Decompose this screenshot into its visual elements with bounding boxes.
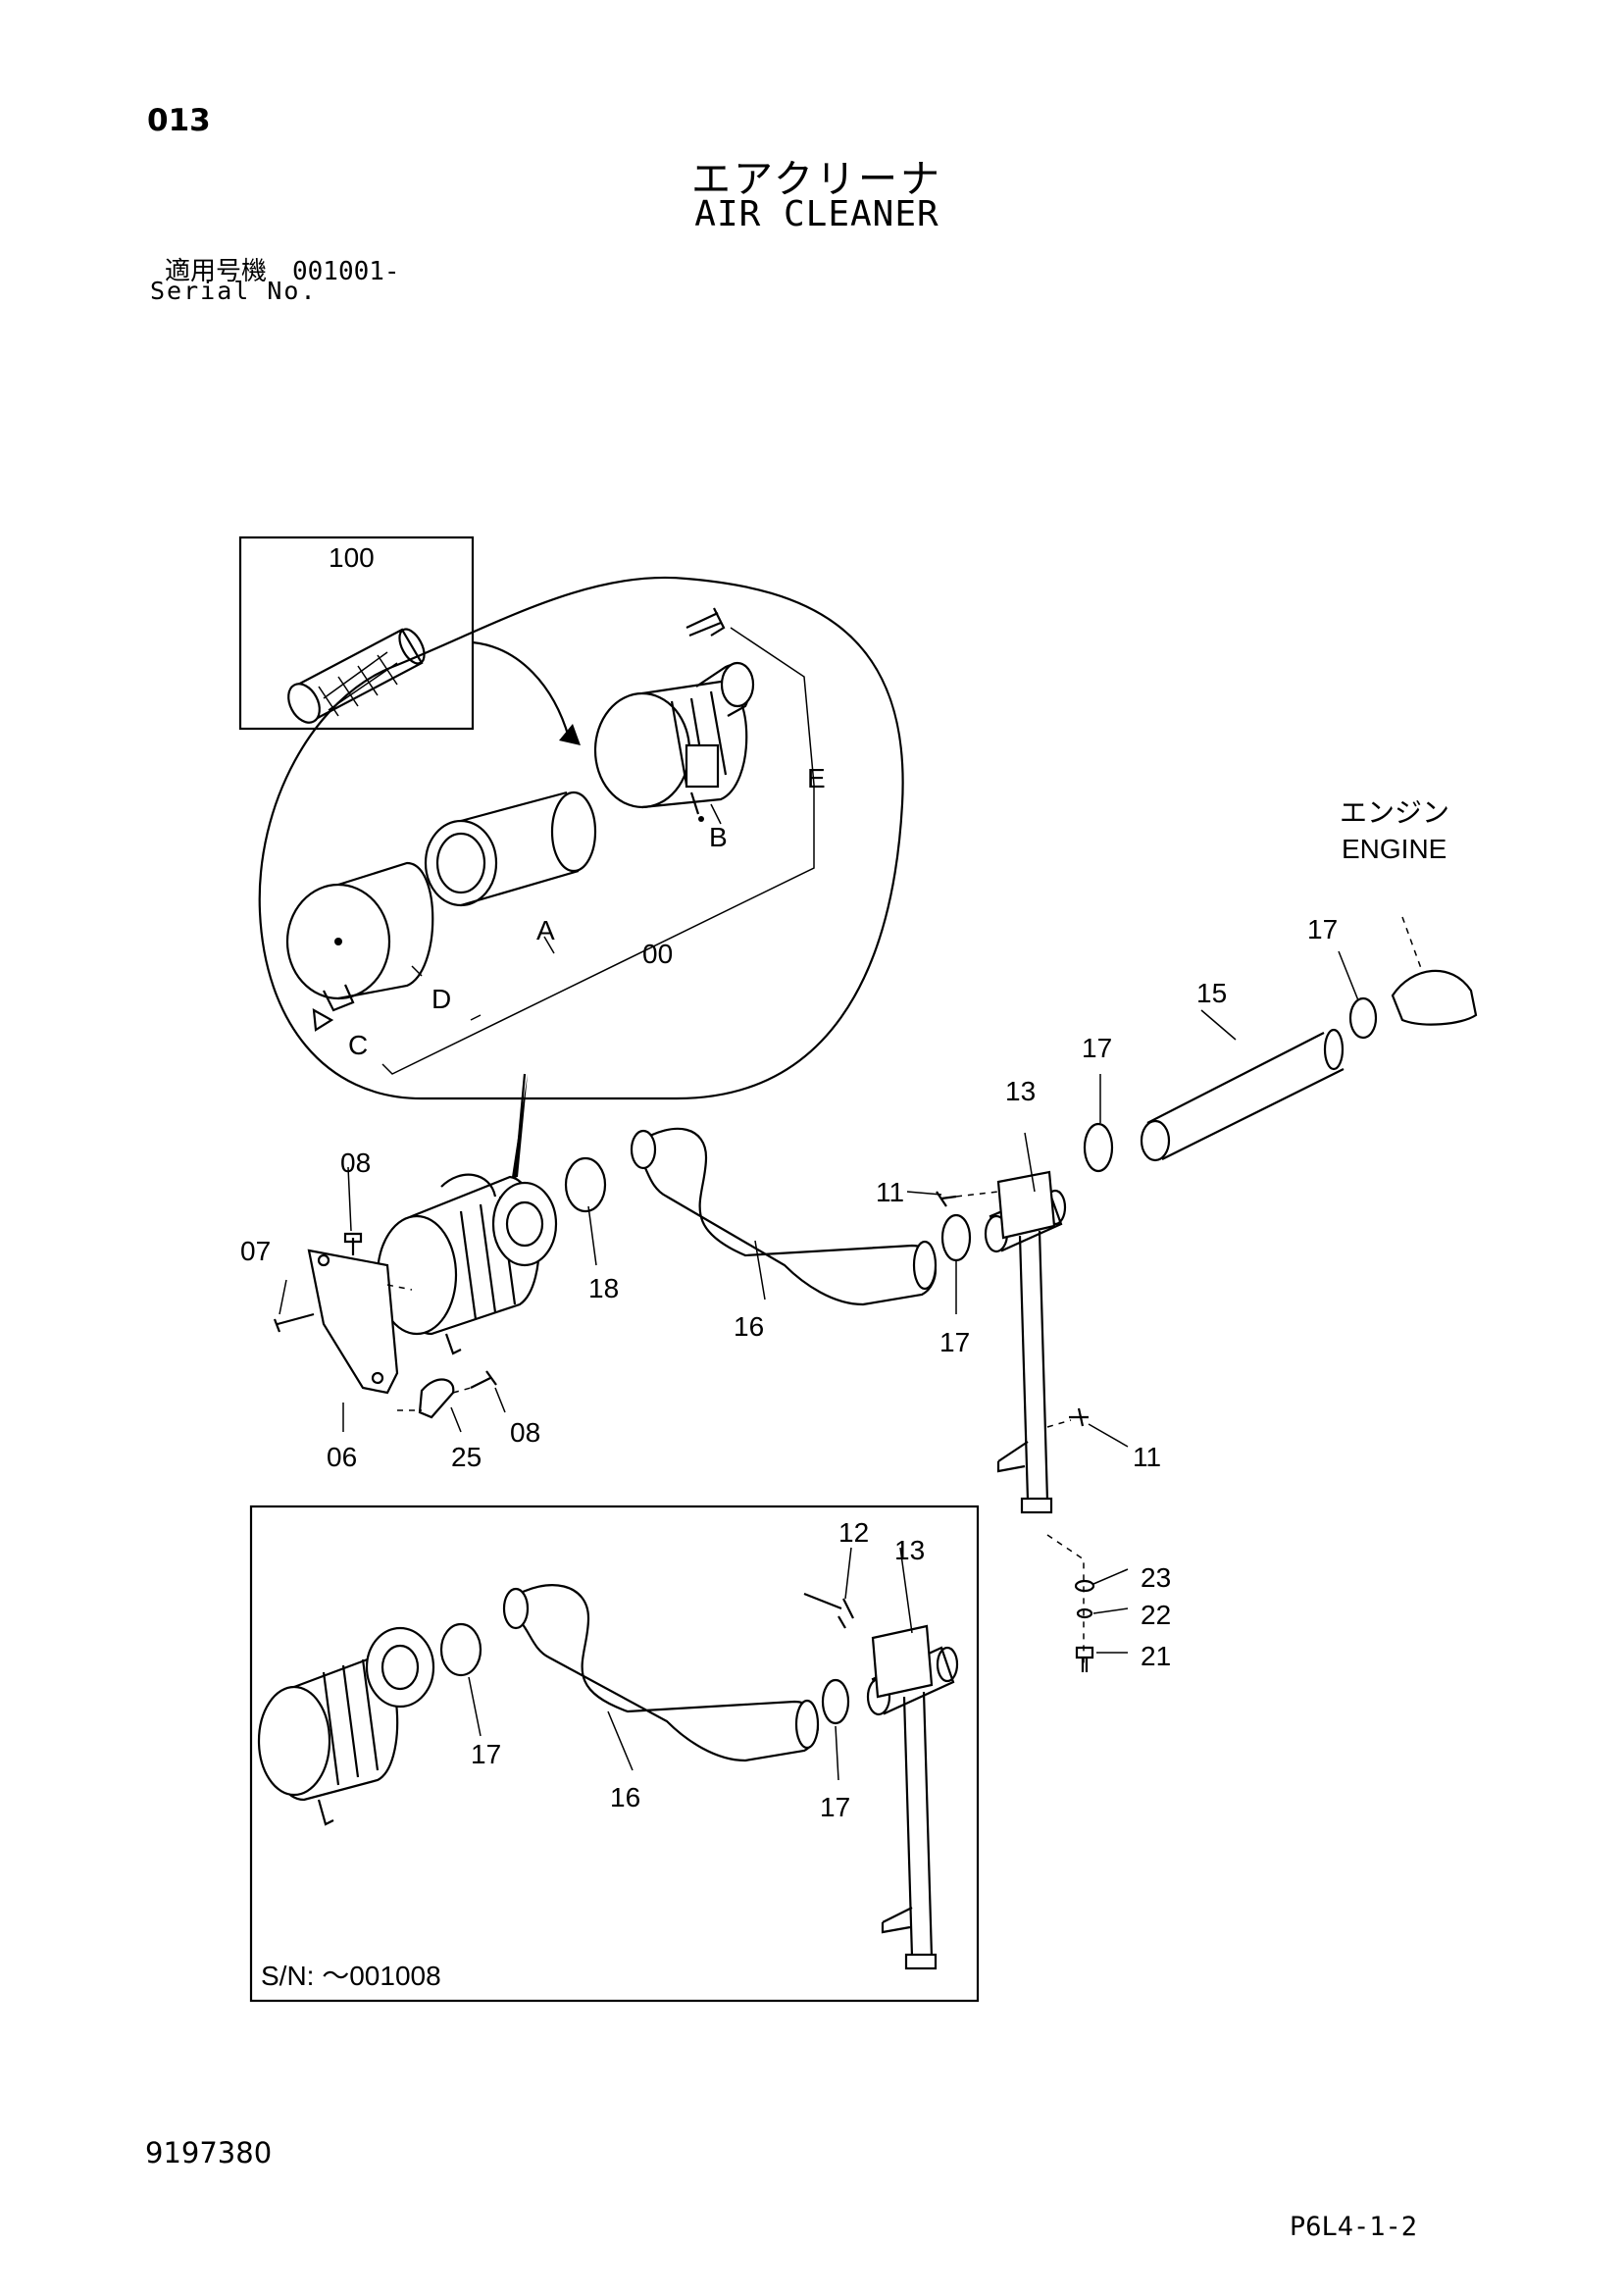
- clamp-18: [564, 1156, 607, 1213]
- document-number: 9197380: [145, 2136, 273, 2169]
- bolt-11-lower: [1069, 1407, 1089, 1427]
- lock-washer-22: [1076, 1607, 1093, 1619]
- inset-hose-16: [509, 1584, 819, 1762]
- restriction-indicator: [685, 607, 726, 638]
- leader-lines-main: [279, 950, 1359, 1654]
- callout-23: 23: [1141, 1562, 1171, 1593]
- bolt-21: [1075, 1646, 1094, 1672]
- callout-C: C: [348, 1030, 368, 1060]
- bolt-07: [273, 1312, 315, 1333]
- callout-13: 13: [1005, 1076, 1036, 1106]
- callout-21: 21: [1141, 1641, 1171, 1671]
- inset-clamp-17-right: [821, 1678, 850, 1725]
- engine-label: ENGINE: [1342, 834, 1446, 864]
- bolt-08-top: [343, 1232, 363, 1255]
- callout-16: 16: [734, 1311, 764, 1342]
- inset-callout-12: 12: [838, 1517, 869, 1548]
- intake-pipe-13: [984, 1170, 1067, 1514]
- clamp-17-engine: [1348, 996, 1378, 1040]
- page-code: P6L4-1-2: [1290, 2212, 1418, 2242]
- callout-08-top: 08: [340, 1148, 371, 1178]
- washer-23: [1074, 1579, 1095, 1593]
- callout-06: 06: [327, 1442, 357, 1472]
- page-number: 013: [147, 103, 211, 138]
- callout-17-hose-end: 17: [939, 1327, 970, 1357]
- mounting-dash-line: [1046, 1534, 1085, 1667]
- callout-D: D: [431, 984, 451, 1014]
- callout-100: 100: [329, 542, 375, 573]
- cleaner-body: [593, 661, 755, 822]
- engine-elbow: [1391, 969, 1478, 1026]
- mounting-bracket: [307, 1249, 399, 1395]
- bolt-08-bottom: [470, 1370, 497, 1389]
- callout-22: 22: [1141, 1600, 1171, 1630]
- inset-serial-range: S/N: ～001008: [261, 1961, 441, 1991]
- leader-lines-inset: [468, 1547, 913, 1781]
- inset-callout-17-left: 17: [471, 1739, 501, 1769]
- callout-15: 15: [1196, 978, 1227, 1008]
- vacuator-valve: [312, 1008, 334, 1032]
- inset-intake-pipe-13: [866, 1624, 959, 1970]
- callout-18: 18: [588, 1273, 619, 1303]
- inset-clamp-17-left: [439, 1622, 482, 1677]
- callout-00: 00: [642, 939, 673, 969]
- page-title: AIR CLEANER: [694, 194, 939, 234]
- page-title-japanese: エアクリーナ: [691, 157, 942, 202]
- inset-sensor-12: [803, 1592, 854, 1629]
- callout-07: 07: [240, 1236, 271, 1266]
- hose-15: [1146, 1032, 1345, 1160]
- callout-11-upper: 11: [876, 1177, 904, 1207]
- inset-callout-13: 13: [894, 1535, 925, 1565]
- inset-callout-16: 16: [610, 1782, 640, 1812]
- filter-element-inset-box: [238, 536, 475, 731]
- exploded-view-outline: [258, 576, 904, 1100]
- callout-A: A: [536, 915, 555, 945]
- clamp-17-hose-end: [940, 1213, 972, 1262]
- clip-25: [418, 1378, 455, 1419]
- hose-16: [636, 1127, 937, 1306]
- inset-arrow-head: [559, 724, 581, 745]
- callout-B: B: [709, 822, 728, 852]
- safety-filter-element: [287, 628, 426, 724]
- callout-17-engine: 17: [1307, 914, 1338, 944]
- air-cleaner-assembly: [376, 1173, 558, 1355]
- clamp-17-upper: [1083, 1122, 1114, 1173]
- primary-filter-element: [424, 791, 597, 907]
- serial-label: Serial No.: [150, 277, 318, 305]
- callout-11-lower: 11: [1133, 1442, 1161, 1472]
- leader-lines-assembly: [381, 627, 815, 1075]
- cleaner-cover: [285, 861, 434, 1012]
- serial-label-japanese: 適用号機 001001-: [165, 257, 400, 286]
- inset-callout-17-right: 17: [820, 1792, 850, 1822]
- callout-08-bottom: 08: [510, 1417, 540, 1448]
- callout-25: 25: [451, 1442, 482, 1472]
- engine-label-japanese: エンジン: [1340, 797, 1449, 828]
- assembly-arrow-line: [513, 1073, 527, 1183]
- callout-17-upper: 17: [1082, 1033, 1112, 1063]
- serial-range-inset-box: [249, 1505, 980, 2003]
- callout-E: E: [807, 763, 826, 793]
- inset-air-cleaner: [257, 1626, 435, 1826]
- inset-arrow: [472, 640, 571, 739]
